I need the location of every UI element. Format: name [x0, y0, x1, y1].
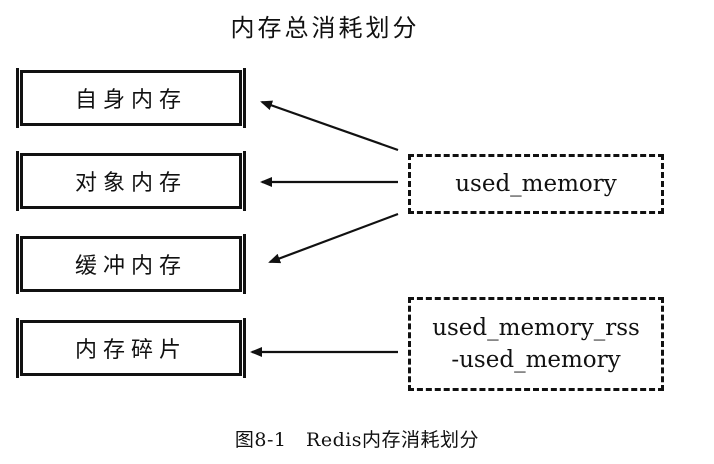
used-memory-label: used_memory	[455, 171, 617, 197]
memory-fragment-box: 内存碎片	[16, 318, 246, 378]
used-memory-box: used_memory	[408, 154, 664, 214]
rss-label-line2: -used_memory	[451, 347, 621, 373]
diagram-title: 内存总消耗划分	[230, 14, 420, 42]
buffer-memory-box: 缓冲内存	[16, 234, 246, 294]
self-memory-label: 自身内存	[74, 88, 187, 113]
rss-label-line1: used_memory_rss	[432, 315, 640, 341]
object-memory-box: 对象内存	[16, 151, 246, 211]
object-memory-label: 对象内存	[74, 171, 187, 196]
arrow-to-buffer-memory	[268, 212, 399, 264]
buffer-memory-label: 缓冲内存	[74, 254, 187, 279]
figure-caption: 图8-1 Redis内存消耗划分	[234, 429, 480, 451]
rss-minus-used-memory-box: used_memory_rss -used_memory	[408, 297, 664, 391]
memory-fragment-label: 内存碎片	[74, 338, 187, 363]
arrow-to-self-memory	[260, 100, 399, 152]
self-memory-box: 自身内存	[16, 68, 246, 128]
